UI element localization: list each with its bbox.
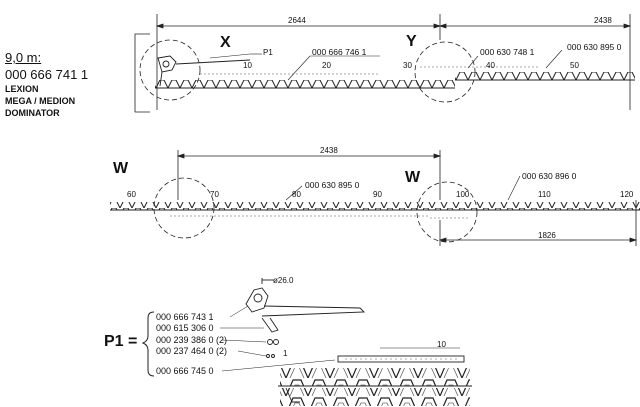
marker-w-right: W bbox=[405, 169, 421, 186]
model-mega-medion: MEGA / MEDION bbox=[5, 96, 76, 106]
p1-item-4: 000 237 464 0 (2) bbox=[156, 346, 228, 356]
p1-sub-1: 1 bbox=[283, 349, 288, 358]
tick-90: 90 bbox=[373, 190, 382, 199]
model-dominator: DOMINATOR bbox=[5, 108, 60, 118]
tick-30: 30 bbox=[403, 61, 412, 70]
knife-head-drive bbox=[157, 55, 251, 87]
p1-item-5: 000 666 745 0 bbox=[156, 366, 214, 376]
machine-width: 9,0 m: bbox=[5, 50, 42, 65]
top-dimension-lines bbox=[134, 14, 632, 113]
marker-y: Y bbox=[406, 33, 417, 50]
p1-item-3: 000 239 386 0 (2) bbox=[156, 335, 228, 345]
part-middle-left: 000 630 895 0 bbox=[305, 180, 360, 190]
marker-x: X bbox=[220, 34, 231, 51]
assembly-part-number: 000 666 741 1 bbox=[5, 67, 89, 82]
middle-detail-circles bbox=[153, 177, 478, 243]
p1-leader-lines bbox=[220, 305, 336, 372]
p1-label: P1 = bbox=[104, 333, 138, 350]
middle-leader-lines bbox=[285, 175, 521, 201]
part-top-left: 000 666 746 1 bbox=[312, 47, 367, 57]
tick-50: 50 bbox=[570, 61, 579, 70]
p1-diameter: ø26.0 bbox=[273, 276, 294, 285]
top-dimension-right: 2438 bbox=[594, 16, 612, 25]
middle-dimension-top: 2438 bbox=[320, 146, 338, 155]
label-p1: P1 bbox=[263, 48, 273, 57]
tick-120: 120 bbox=[620, 190, 634, 199]
tick-100: 100 bbox=[456, 190, 470, 199]
top-dimension-left: 2644 bbox=[288, 16, 306, 25]
p1-sub-10: 10 bbox=[437, 340, 446, 349]
middle-dimension-lines bbox=[176, 150, 638, 246]
middle-dimension-bottom: 1826 bbox=[538, 231, 556, 240]
top-detail-circles bbox=[139, 39, 476, 103]
tick-110: 110 bbox=[538, 190, 551, 199]
tick-40: 40 bbox=[486, 61, 495, 70]
tick-10: 10 bbox=[243, 61, 252, 70]
part-top-mid: 000 630 748 1 bbox=[480, 47, 535, 57]
p1-item-2: 000 615 306 0 bbox=[156, 323, 214, 333]
top-knife-bar bbox=[155, 66, 635, 89]
part-top-right: 000 630 895 0 bbox=[567, 42, 622, 52]
top-leader-lines bbox=[209, 49, 563, 81]
marker-w-left: W bbox=[113, 160, 129, 177]
p1-item-1: 000 666 743 1 bbox=[156, 312, 214, 322]
tick-20: 20 bbox=[322, 61, 331, 70]
p1-brace bbox=[141, 311, 155, 377]
tick-70: 70 bbox=[210, 190, 219, 199]
tick-60: 60 bbox=[127, 190, 136, 199]
tick-80: 80 bbox=[292, 190, 301, 199]
p1-knife-head bbox=[245, 278, 366, 358]
part-middle-right: 000 630 896 0 bbox=[522, 171, 577, 181]
p1-knife-bar bbox=[278, 347, 472, 406]
model-lexion: LEXION bbox=[5, 84, 39, 94]
middle-knife-bar bbox=[110, 202, 640, 219]
